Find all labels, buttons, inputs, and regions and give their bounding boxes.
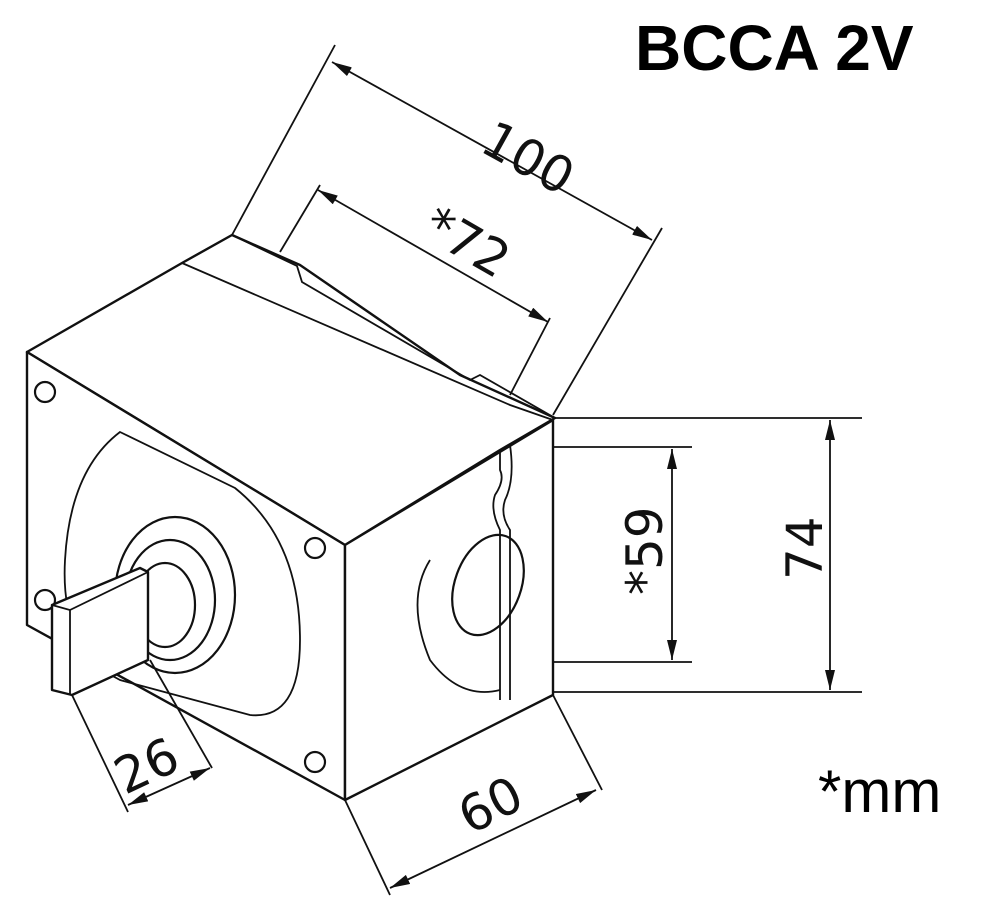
dim-60-label: 60 bbox=[449, 765, 532, 846]
screw-hole bbox=[303, 750, 327, 774]
dim-72-label: *72 bbox=[414, 195, 520, 290]
dim-100-line bbox=[331, 61, 653, 241]
dim-26-line bbox=[127, 767, 211, 806]
dim-60-line bbox=[389, 789, 597, 889]
dim-59-label: *59 bbox=[616, 506, 674, 595]
screw-hole bbox=[303, 536, 327, 560]
side-hole bbox=[451, 533, 525, 637]
top-lip-edge bbox=[181, 262, 554, 421]
right-face-groove-2 bbox=[502, 444, 513, 700]
screw-hole bbox=[33, 588, 57, 612]
model-title: BCCA 2V bbox=[635, 12, 914, 84]
handle bbox=[50, 566, 150, 697]
dim-74-label: 74 bbox=[776, 516, 834, 580]
dim-26-label: 26 bbox=[106, 726, 188, 805]
screw-hole bbox=[33, 380, 57, 404]
dimension-lines bbox=[71, 44, 862, 896]
side-recess bbox=[416, 559, 501, 693]
handle-top bbox=[69, 571, 149, 611]
right-face-groove bbox=[492, 450, 503, 700]
front-plate bbox=[63, 430, 301, 717]
dim-72-line bbox=[317, 189, 549, 323]
unit-note: *mm bbox=[818, 758, 941, 825]
box-body bbox=[25, 233, 557, 802]
